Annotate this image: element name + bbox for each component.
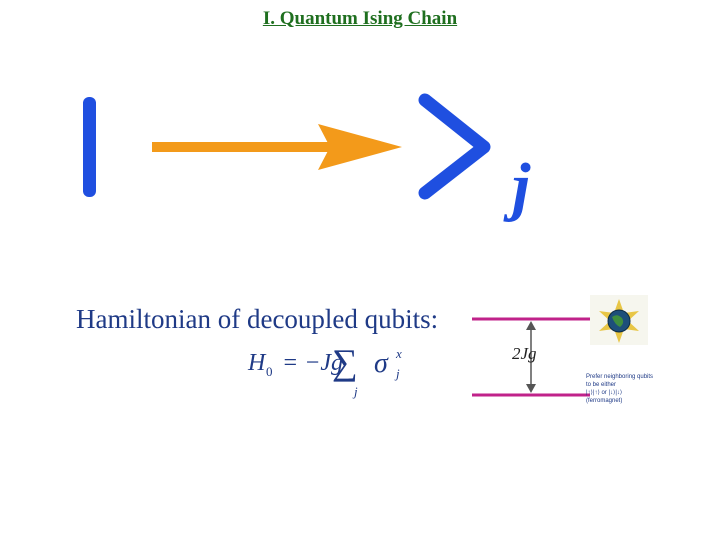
note-line: Prefer neighboring qubits <box>586 374 654 380</box>
note-line: to be either <box>586 382 617 388</box>
gap-arrow-icon <box>526 321 536 393</box>
eq-sigma-sub: j <box>394 366 400 381</box>
note-line: |↑⟩|↑⟩ or |↓⟩|↓⟩ <box>586 390 623 396</box>
hamiltonian-equation: H 0 = −Jg ∑ j σ x j <box>247 342 402 399</box>
eq-lhs-sub: 0 <box>266 364 273 379</box>
eq-sum-index: j <box>352 384 358 399</box>
ket-bar <box>83 97 96 197</box>
ferromagnet-note: Prefer neighboring qubits to be either |… <box>586 373 656 405</box>
energy-gap-label: 2Jg <box>512 344 537 363</box>
eq-equals: = −Jg <box>282 350 343 376</box>
ket-angle <box>418 93 491 200</box>
note-line: (ferromagnet) <box>586 398 623 404</box>
eq-sigma: σ <box>374 348 389 379</box>
globe-logo-icon <box>590 295 648 345</box>
eq-sum: ∑ <box>332 342 358 382</box>
ket-diagram: j <box>83 93 531 223</box>
eq-lhs: H <box>247 350 267 376</box>
arrow-icon <box>152 124 402 170</box>
eq-sigma-sup: x <box>395 346 402 361</box>
hamiltonian-label: Hamiltonian of decoupled qubits: <box>76 304 439 334</box>
slide-title: I. Quantum Ising Chain <box>262 8 458 29</box>
